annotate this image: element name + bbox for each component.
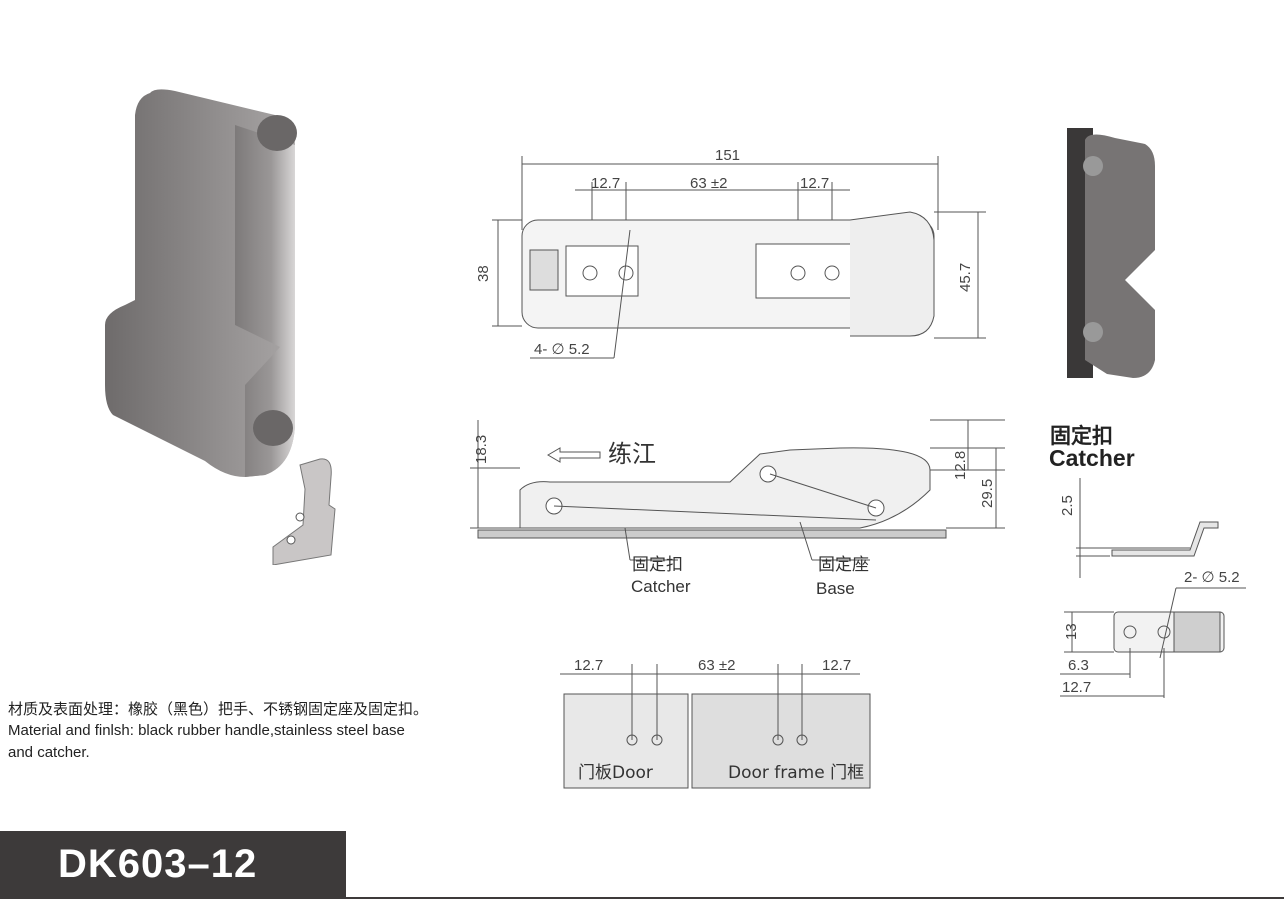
base-label-en: Base	[816, 579, 855, 598]
model-number: DK603–12	[58, 842, 258, 886]
door-frame-label: Door frame 门框	[728, 763, 864, 783]
catcher-label-en: Catcher	[631, 577, 691, 596]
door-label: 门板Door	[578, 763, 653, 783]
dim-side-height-b: 29.5	[979, 479, 996, 508]
dim-center-spacing: 63 ±2	[690, 175, 727, 192]
catcher-label-cn: 固定扣	[632, 555, 683, 575]
dim-side-height-left: 18.3	[473, 435, 490, 464]
catcher-width: 12.7	[1062, 679, 1091, 696]
mount-view-drawing: 12.7 63 ±2 12.7 门板Door Door frame 门框	[560, 657, 871, 789]
catcher-render-illustration	[1067, 128, 1155, 378]
mount-right-offset: 12.7	[822, 657, 851, 674]
footer-rule	[0, 897, 1284, 899]
base-label-cn: 固定座	[818, 555, 869, 575]
top-view-drawing: 151 12.7 63 ±2 12.7 38 45.7 4- ∅ 5.2	[475, 147, 986, 359]
dim-height-right: 45.7	[957, 263, 974, 292]
dim-left-offset: 12.7	[591, 175, 620, 192]
catcher-title-cn: 固定扣	[1050, 424, 1113, 448]
catcher-title-en: Catcher	[1049, 445, 1135, 471]
product-render-illustration	[105, 89, 336, 565]
dim-right-offset: 12.7	[800, 175, 829, 192]
catcher-detail-drawing: 2.5 2- ∅ 5.2 13 6.3 12.7	[1059, 478, 1246, 698]
direction-label: 练江	[608, 440, 656, 468]
dim-side-height-a: 12.8	[952, 451, 969, 480]
model-banner: DK603–12	[0, 831, 346, 899]
catcher-hole-offset: 6.3	[1068, 657, 1089, 674]
catcher-height: 13	[1063, 623, 1080, 640]
material-en: Material and finlsh: black rubber handle…	[8, 722, 405, 761]
side-view-drawing: 18.3 12.8 29.5 练江 固定扣 Catcher 固定座 Base	[470, 419, 1005, 598]
material-description: 材质及表面处理：橡胶（黑色）把手、不锈钢固定座及固定扣。 Material an…	[8, 698, 428, 764]
dim-overall-length: 151	[715, 147, 740, 164]
material-cn: 材质及表面处理：橡胶（黑色）把手、不锈钢固定座及固定扣。	[8, 700, 429, 718]
dim-height-left: 38	[475, 265, 492, 282]
dim-holes: 4- ∅ 5.2	[534, 341, 590, 358]
catcher-thickness: 2.5	[1059, 495, 1076, 516]
mount-center-spacing: 63 ±2	[698, 657, 735, 674]
mount-left-offset: 12.7	[574, 657, 603, 674]
catcher-holes: 2- ∅ 5.2	[1184, 569, 1240, 586]
